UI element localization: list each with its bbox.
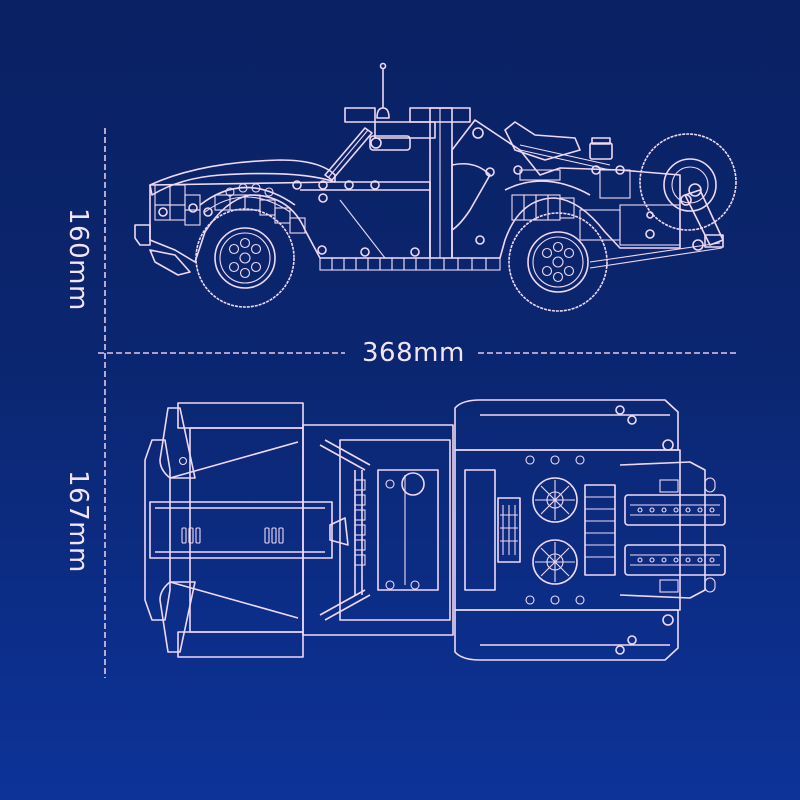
antenna-icon	[376, 62, 390, 119]
spare-tire-tread-icon	[624, 494, 726, 526]
radiator-grid	[500, 505, 518, 555]
fan-icon	[532, 477, 578, 523]
vent-slots	[181, 527, 284, 544]
rear-wheel-icon	[508, 212, 608, 312]
length-dimension-label: 368mm	[362, 338, 465, 368]
top-view-car	[144, 399, 726, 661]
fan-icon	[532, 539, 578, 585]
dimension-lines	[98, 128, 738, 678]
spare-wheel-icon	[639, 133, 737, 231]
side-view-car	[134, 62, 737, 312]
front-wheel-icon	[195, 208, 295, 308]
spare-tire-tread-icon	[624, 544, 726, 576]
